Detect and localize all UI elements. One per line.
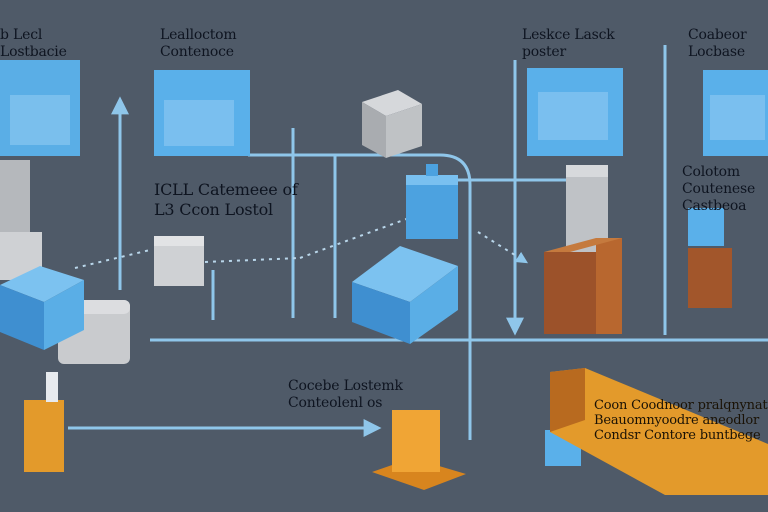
label-mid-right: Colotom Coutenese Castbeoa	[682, 164, 756, 214]
blue-cube-small	[406, 164, 458, 239]
label-top-right: Coabeor Locbase	[688, 27, 747, 60]
grey-box-left	[0, 160, 42, 280]
grey-box-mid-left	[154, 236, 204, 286]
orange-box-bottom	[372, 410, 466, 490]
label-mid-left: ICLL Catemeee of L3 Ccon Lostol	[154, 180, 298, 219]
label-top-center-right: Leskce Lasck poster	[522, 27, 615, 60]
brown-box-right	[544, 238, 622, 334]
blue-cube-right	[688, 208, 724, 246]
blue-cube-center	[352, 246, 458, 344]
orange-box-left	[24, 372, 64, 472]
dotted-links	[74, 213, 529, 269]
orange-block-bottom-right	[550, 368, 768, 495]
server-panel-top-center-right	[527, 68, 623, 156]
label-top-left: b Lecl Lostbacie	[0, 27, 67, 60]
label-bottom-right: Coon Coodnoor pralqnynatrl Beauomnyoodre…	[594, 398, 768, 443]
server-panel-top-center-left	[154, 70, 250, 156]
grey-box-top	[362, 90, 422, 158]
blue-cube-left	[0, 266, 84, 350]
connector-lines	[68, 45, 768, 440]
brown-box-far-right	[688, 248, 732, 308]
server-panel-top-right	[703, 70, 768, 156]
label-top-center-left: Lealloctom Contenoce	[160, 27, 237, 60]
server-panel-top-left	[0, 60, 80, 156]
label-bottom-center: Cocebe Lostemk Conteolenl os	[288, 378, 403, 411]
center-vertical-line	[400, 153, 472, 440]
